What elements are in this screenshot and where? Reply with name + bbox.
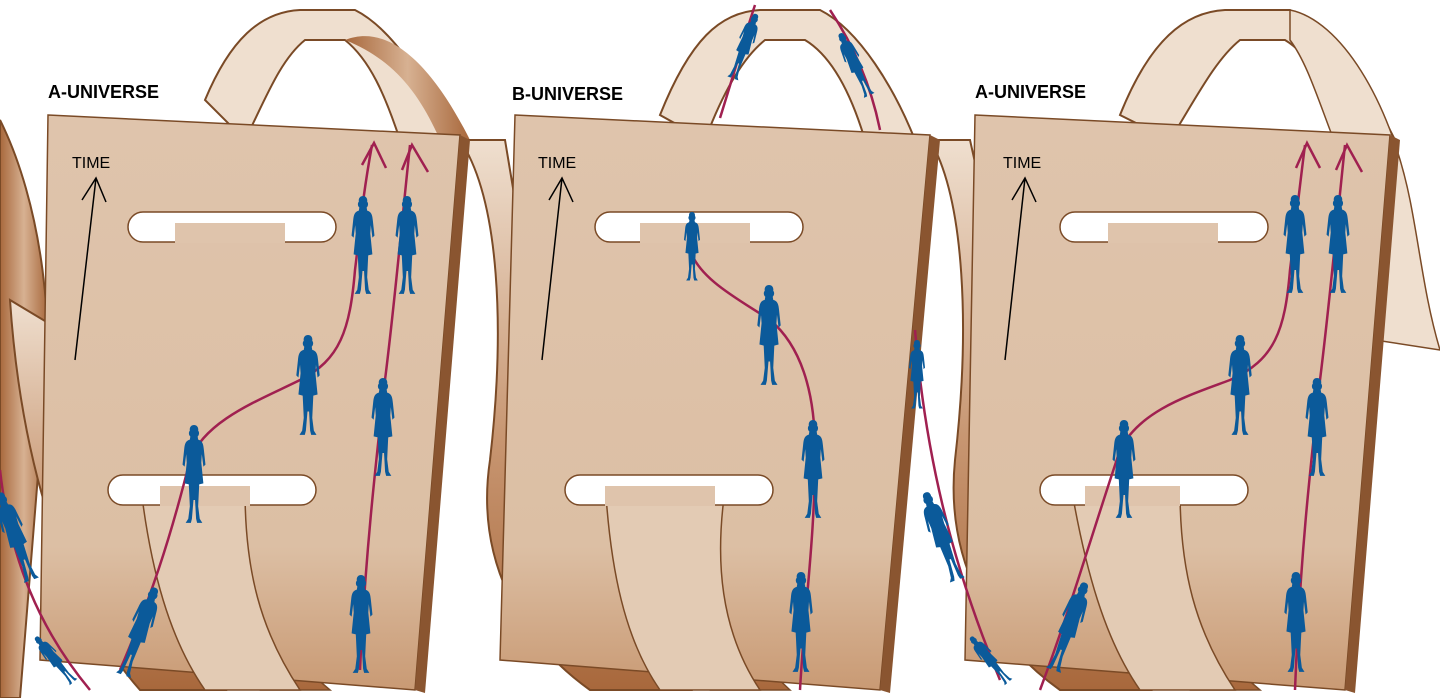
universe-label: A-UNIVERSE — [48, 82, 159, 102]
universe-label: B-UNIVERSE — [512, 84, 623, 104]
time-label: TIME — [1003, 155, 1041, 172]
time-label: TIME — [538, 155, 576, 172]
time-label: TIME — [72, 155, 110, 172]
universe-label: A-UNIVERSE — [975, 82, 1086, 102]
